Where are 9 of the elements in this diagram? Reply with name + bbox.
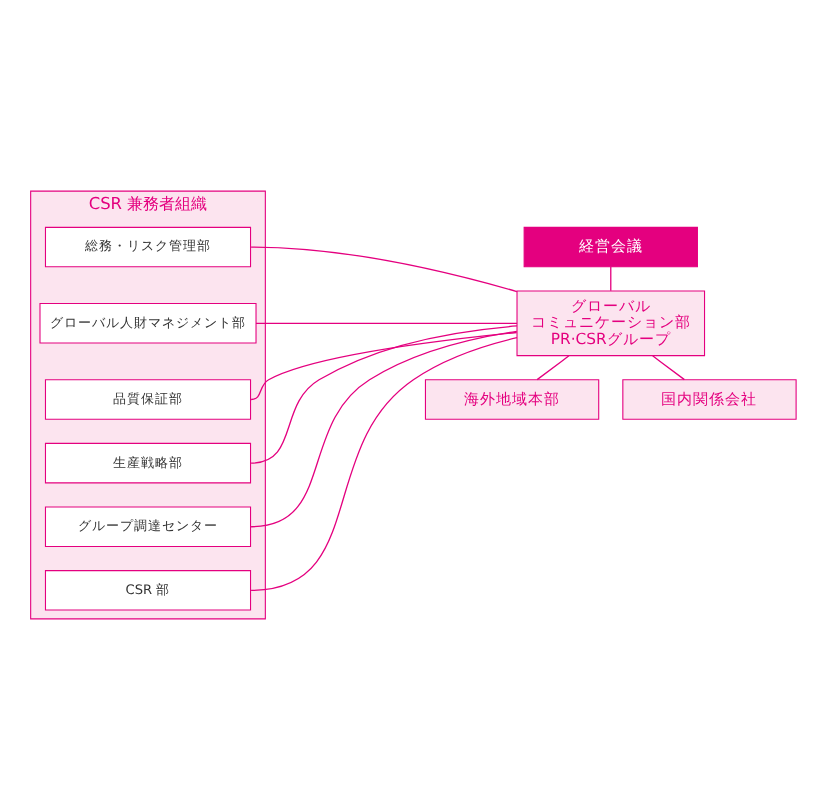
connector (250, 330, 518, 528)
connector (610, 266, 612, 292)
connector (536, 355, 570, 381)
connector (250, 246, 518, 293)
connector (652, 355, 686, 381)
connector (255, 322, 518, 324)
connector (250, 325, 518, 464)
connector (250, 331, 518, 401)
connector (250, 337, 518, 591)
